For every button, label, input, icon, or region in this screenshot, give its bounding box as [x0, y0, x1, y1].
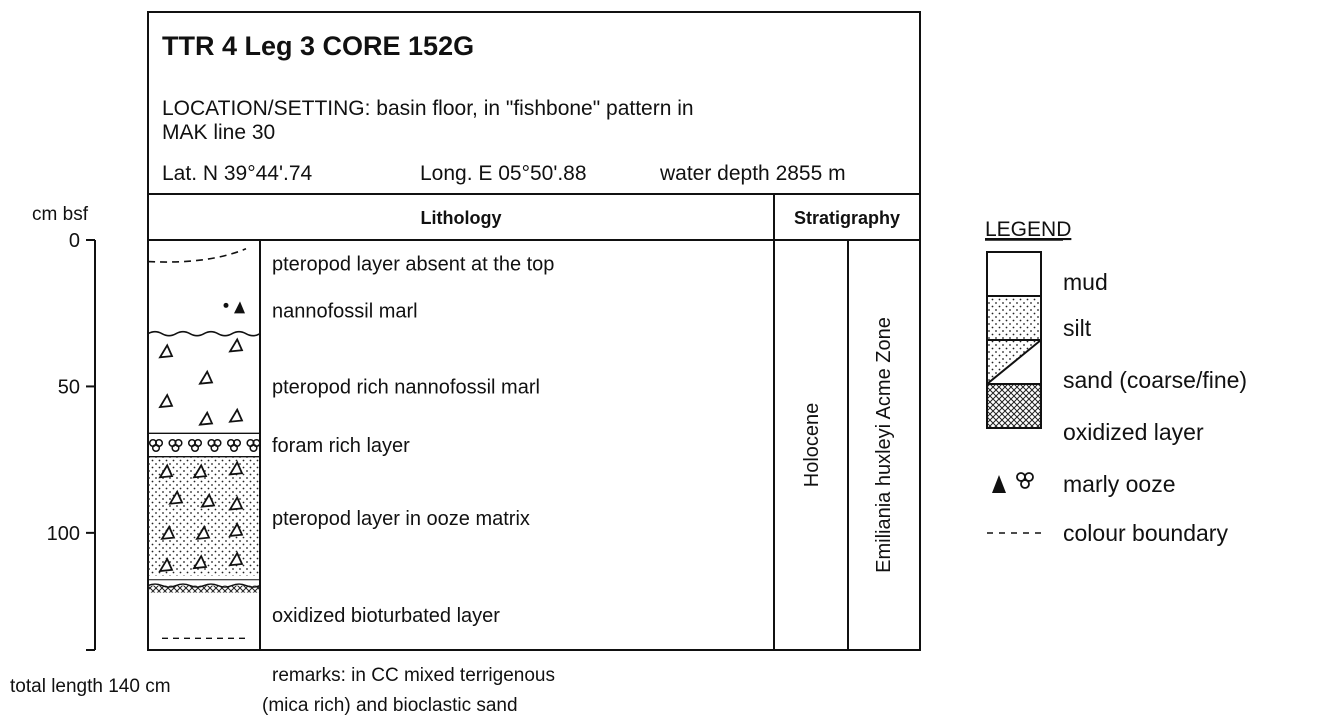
lithology-header: Lithology [421, 208, 502, 228]
remarks-line-2: (mica rich) and bioclastic sand [262, 695, 518, 716]
legend-sand-label: sand (coarse/fine) [1063, 367, 1247, 393]
legend-marly-symbols [992, 473, 1033, 493]
layer-descriptions: pteropod layer absent at the top nannofos… [272, 253, 554, 626]
legend-sand-swatch [987, 340, 1041, 384]
pteropod-symbol [160, 345, 172, 357]
layer-description-pteropod-ooze-matrix: pteropod layer in ooze matrix [272, 508, 530, 530]
foram-symbol [189, 440, 202, 452]
depth-unit-label: cm bsf [32, 204, 89, 225]
foram-symbol [208, 440, 221, 452]
legend: LEGEND mud silt sand (coarse/fine) oxidi… [985, 218, 1247, 546]
column-header-row: Lithology Stratigraphy [148, 194, 920, 240]
latitude: Lat. N 39°44'.74 [162, 162, 312, 185]
stratigraphy-header: Stratigraphy [794, 208, 900, 228]
total-length: total length 140 cm [10, 676, 171, 697]
water-depth: water depth 2855 m [659, 162, 846, 185]
legend-mud-swatch [987, 252, 1041, 296]
foram-symbol [169, 440, 182, 452]
layer-description-oxidized-bioturbated: oxidized bioturbated layer [272, 605, 500, 627]
legend-mud-label: mud [1063, 269, 1108, 295]
legend-oxidized-label: oxidized layer [1063, 419, 1204, 445]
layer-description-nannofossil-marl: nannofossil marl [272, 300, 418, 322]
longitude: Long. E 05°50'.88 [420, 162, 587, 185]
legend-oxidized-swatch [987, 384, 1041, 428]
pteropod-symbol [230, 410, 242, 422]
foram-symbol [228, 440, 241, 452]
layer-description-pteropod-rich-marl: pteropod rich nannofossil marl [272, 376, 540, 398]
depth-tick-label: 50 [58, 376, 80, 398]
colour-boundary-line [148, 249, 246, 262]
foram-symbol [247, 440, 260, 452]
depth-tick-label: 100 [47, 523, 80, 545]
depth-axis: cm bsf 0 50 100 [32, 204, 95, 650]
header-box: TTR 4 Leg 3 CORE 152G LOCATION/SETTING: … [148, 12, 920, 194]
layer-description-pteropod-layer-absent: pteropod layer absent at the top [272, 253, 554, 275]
pteropod-symbol [200, 372, 212, 384]
pteropod-symbol [230, 339, 242, 351]
legend-title: LEGEND [985, 218, 1071, 241]
holocene-label: Holocene [801, 403, 823, 488]
wavy-boundary [148, 332, 260, 336]
legend-silt-swatch [987, 296, 1041, 340]
legend-marly-label: marly ooze [1063, 471, 1175, 497]
depth-tick-label: 0 [69, 230, 80, 252]
marly-ooze-symbol [234, 301, 245, 313]
location-line-2: MAK line 30 [162, 121, 275, 144]
marly-ooze-dot [224, 303, 229, 308]
core-title: TTR 4 Leg 3 CORE 152G [162, 31, 474, 61]
location-line-1: LOCATION/SETTING: basin floor, in "fishb… [162, 97, 694, 120]
legend-silt-label: silt [1063, 315, 1092, 341]
foram-symbol [150, 440, 163, 452]
remarks-line-1: remarks: in CC mixed terrigenous [272, 665, 555, 686]
pteropod-symbol [160, 395, 172, 407]
acme-zone-label: Emiliania huxleyi Acme Zone [873, 317, 895, 573]
layer-description-foram-rich-layer: foram rich layer [272, 435, 410, 457]
pteropod-symbol [200, 413, 212, 425]
lithology-column [148, 249, 260, 639]
legend-boundary-label: colour boundary [1063, 520, 1228, 546]
